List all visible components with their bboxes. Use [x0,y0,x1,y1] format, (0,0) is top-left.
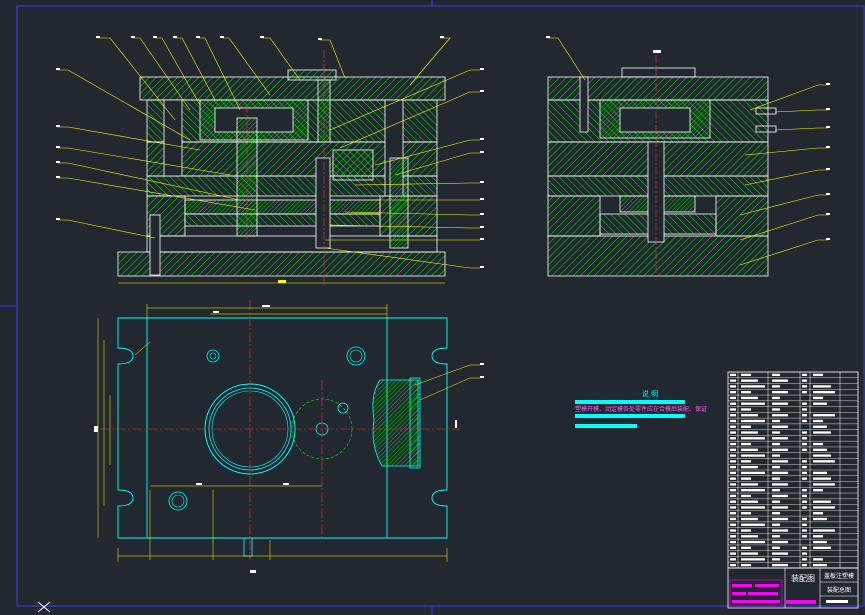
part-name-1: 盖板注塑模 [824,572,854,580]
plan-view [100,300,460,560]
main-view-balloons [56,36,484,268]
notes-line-1: 塑模开模、动定模各处零件应在合模后装配、保证 [575,405,707,413]
main-view-leaders [58,37,480,269]
title-block: 装配图 盖板注塑模 装配总图 [727,567,859,609]
drawing-name: 装配图 [791,573,815,583]
corner-cross-icon [37,601,51,613]
side-section-view [547,50,777,280]
part-name-2: 装配总图 [827,586,851,594]
plan-view-dim-marks [94,305,484,573]
notes-block: 说 明 塑模开模、动定模各处零件应在合模后装配、保证 [575,389,707,428]
side-view-leaders [548,37,828,266]
notes-heading: 说 明 [642,389,658,398]
parts-list [727,371,859,569]
plan-view-dimensions [97,304,480,562]
side-view-balloons [546,36,830,240]
main-section-view [117,50,446,285]
